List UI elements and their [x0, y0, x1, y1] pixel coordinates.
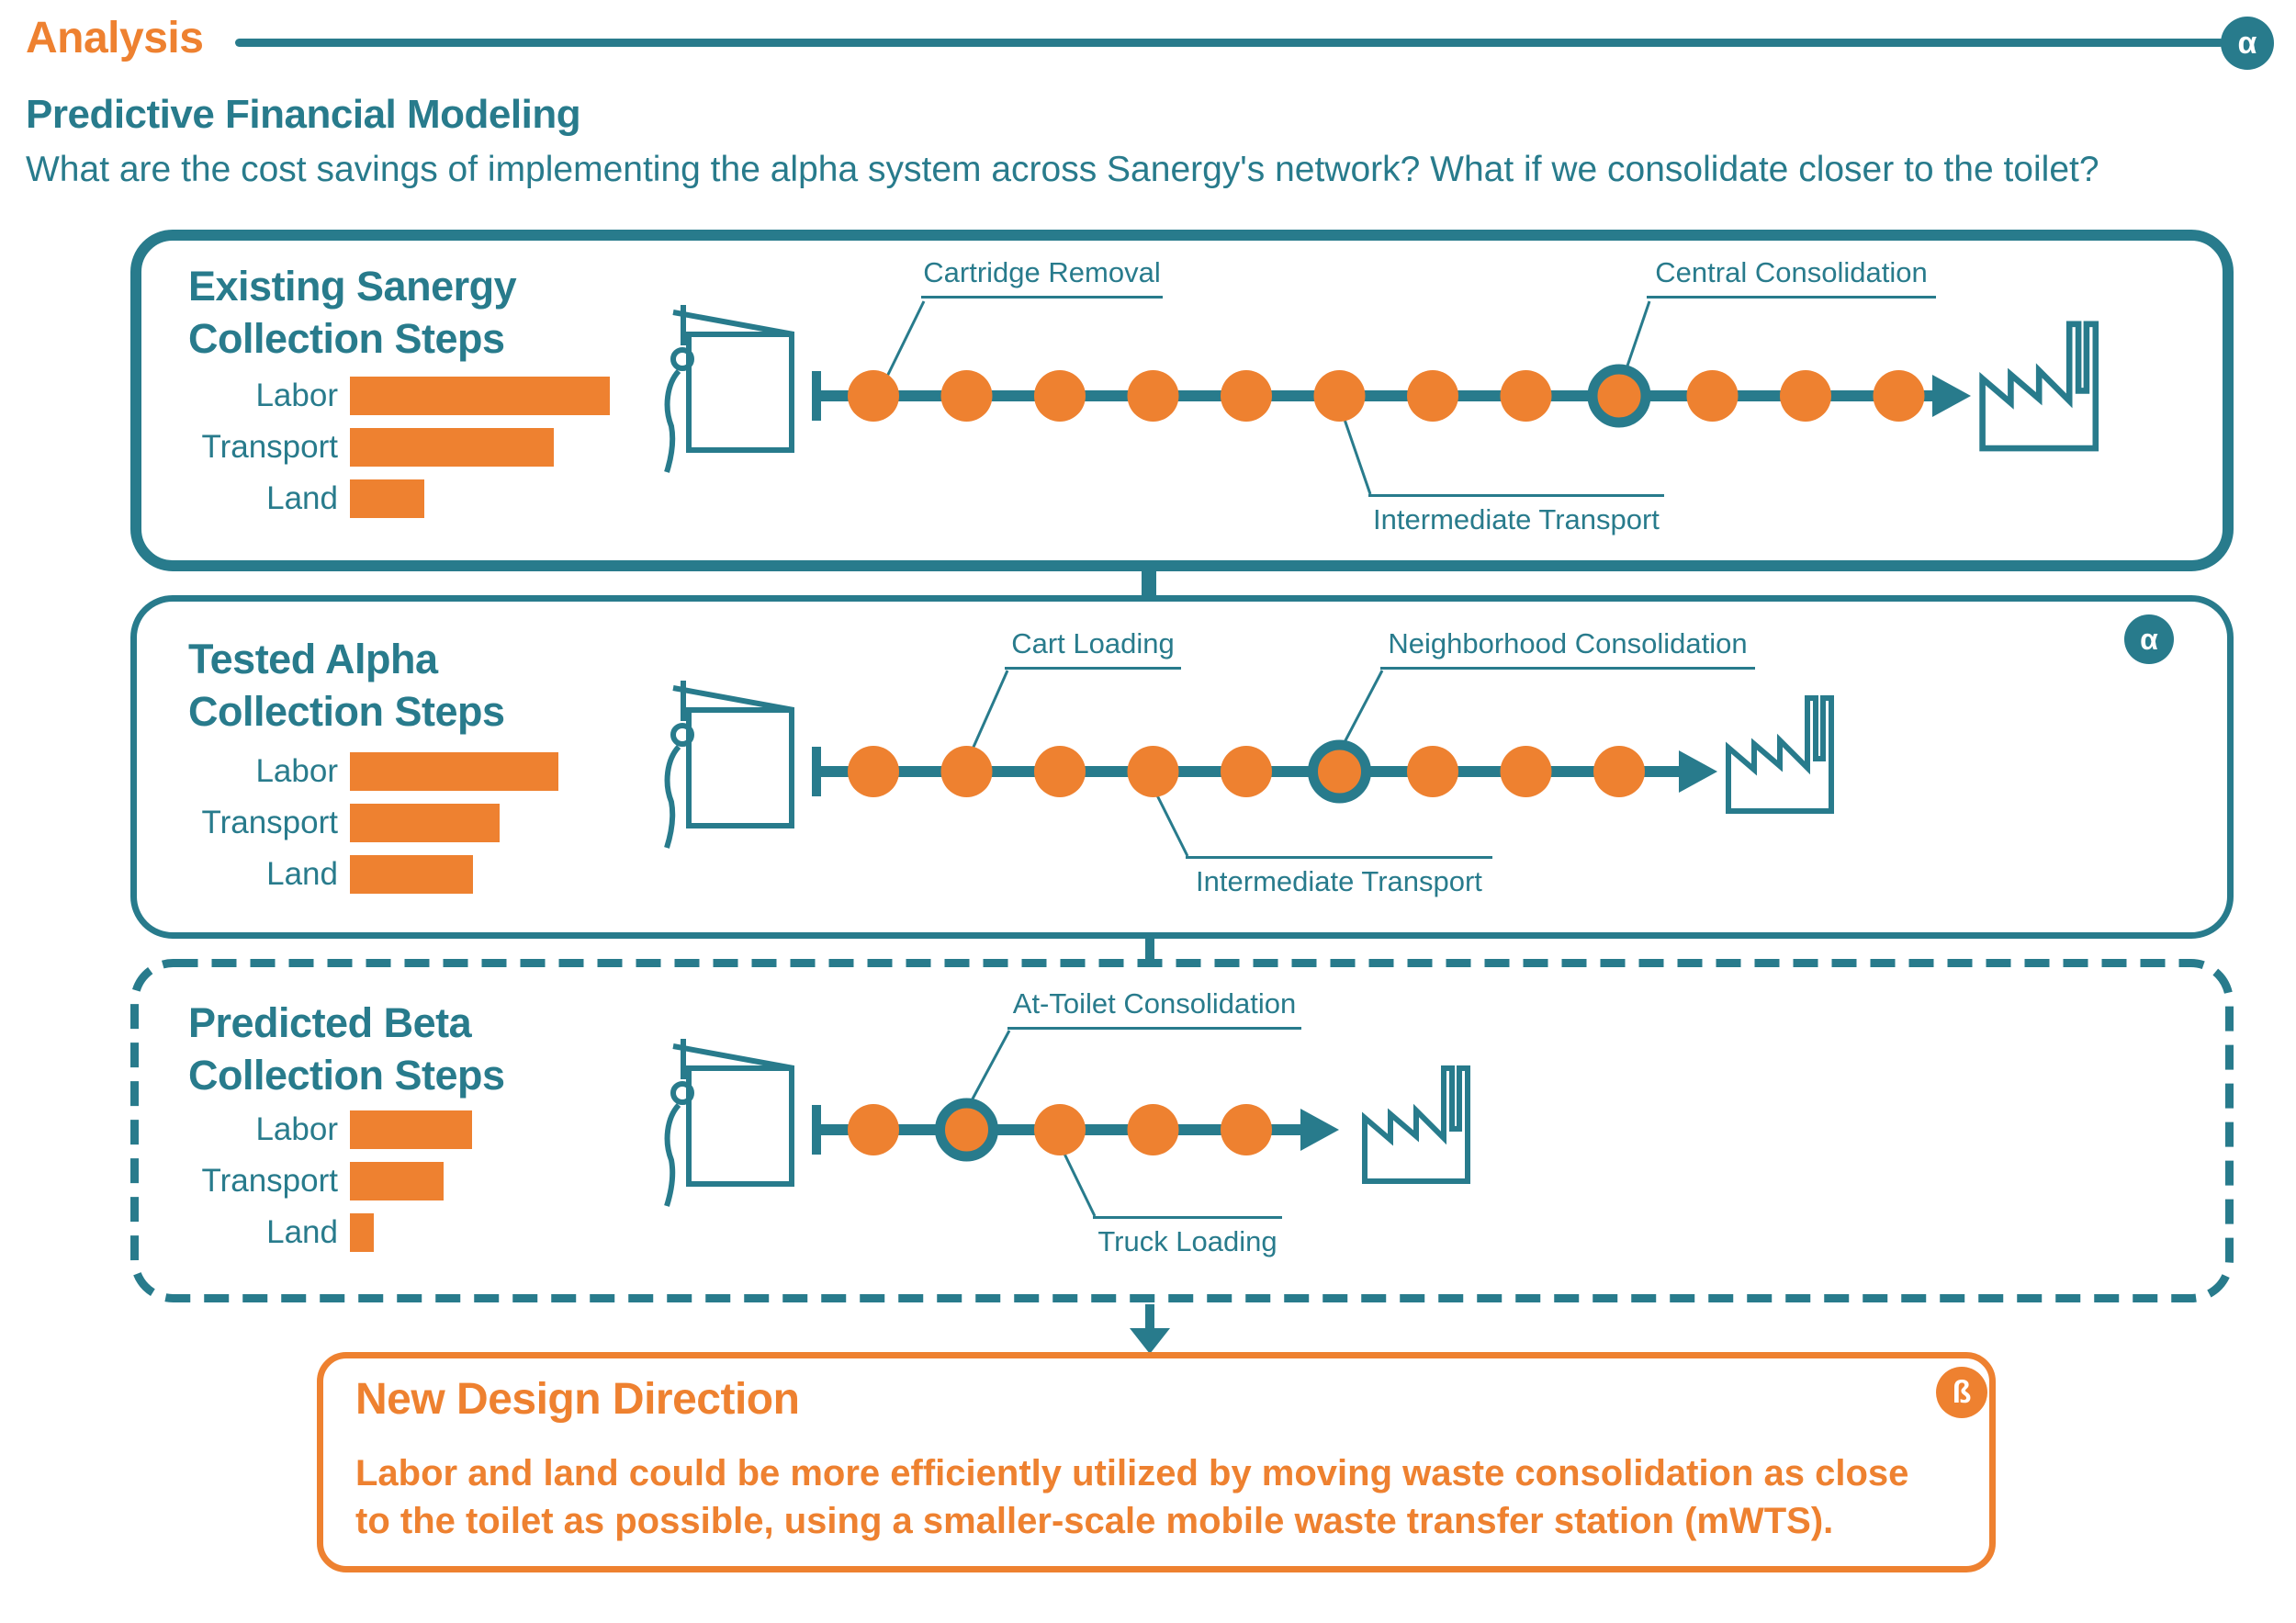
flow-label-intermediate-transport: Intermediate Transport — [1368, 494, 1664, 536]
panel-title-alpha: Tested Alpha Collection Steps — [188, 633, 505, 738]
bar-land-existing — [350, 479, 424, 518]
bar-land-alpha — [350, 855, 473, 894]
bar-labor-alpha — [350, 752, 558, 791]
panel-title-line2: Collection Steps — [188, 1052, 505, 1099]
panel-title-line2: Collection Steps — [188, 688, 505, 735]
bar-label-transport: Transport — [201, 1163, 338, 1199]
flow-label-at-toilet-consolidation: At-Toilet Consolidation — [1007, 987, 1301, 1030]
bar-transport-beta — [350, 1162, 444, 1200]
alpha-badge-panel: α — [2124, 614, 2174, 664]
down-arrow-icon — [1130, 1328, 1170, 1354]
panel-title-beta: Predicted Beta Collection Steps — [188, 997, 505, 1101]
flow-label-cart-loading: Cart Loading — [1005, 627, 1181, 670]
bar-label-labor: Labor — [255, 378, 338, 413]
bar-label-land: Land — [266, 1214, 338, 1250]
bar-label-labor: Labor — [255, 1111, 338, 1147]
page-title: Predictive Financial Modeling — [26, 92, 581, 137]
conclusion-body: Labor and land could be more efficiently… — [355, 1449, 1908, 1545]
bar-labor-beta — [350, 1110, 472, 1149]
panel-title-line1: Predicted Beta — [188, 999, 472, 1046]
bar-label-transport: Transport — [201, 429, 338, 465]
beta-badge: ß — [1936, 1367, 1987, 1418]
conclusion-connector — [1145, 1304, 1154, 1330]
panel-title-line1: Tested Alpha — [188, 636, 438, 682]
conclusion-body-line2: to the toilet as possible, using a small… — [355, 1501, 1834, 1541]
bar-label-transport: Transport — [201, 805, 338, 840]
panel-title-line1: Existing Sanergy — [188, 263, 517, 310]
bar-label-land: Land — [266, 856, 338, 892]
alpha-badge-header: α — [2221, 17, 2274, 70]
flow-label-neighborhood-consolidation: Neighborhood Consolidation — [1380, 627, 1755, 670]
panel-connector — [1142, 562, 1156, 601]
bar-transport-alpha — [350, 804, 500, 842]
flow-label-cartridge-removal: Cartridge Removal — [921, 256, 1163, 299]
bar-label-labor: Labor — [255, 753, 338, 789]
flow-label-truck-loading: Truck Loading — [1093, 1216, 1282, 1258]
panel-title-line2: Collection Steps — [188, 315, 505, 362]
header-rule — [235, 39, 2224, 47]
bar-labor-existing — [350, 377, 610, 415]
flow-label-intermediate-transport: Intermediate Transport — [1186, 856, 1492, 898]
panel-connector — [1145, 932, 1154, 965]
flow-label-central-consolidation: Central Consolidation — [1647, 256, 1936, 299]
bar-label-land: Land — [266, 480, 338, 516]
panel-title-existing: Existing Sanergy Collection Steps — [188, 260, 517, 365]
bar-transport-existing — [350, 428, 554, 467]
bar-land-beta — [350, 1213, 374, 1252]
section-label: Analysis — [26, 14, 204, 62]
research-question: What are the cost savings of implementin… — [26, 150, 2099, 189]
conclusion-box — [317, 1352, 1996, 1572]
conclusion-body-line1: Labor and land could be more efficiently… — [355, 1453, 1909, 1493]
conclusion-title: New Design Direction — [355, 1375, 800, 1424]
